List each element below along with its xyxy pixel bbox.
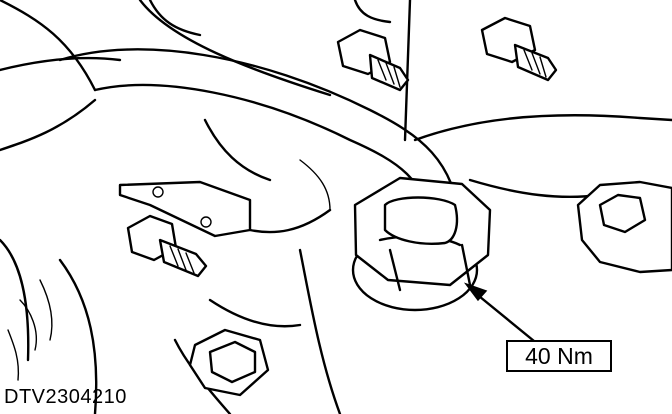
figure-id: DTV2304210 — [4, 386, 127, 408]
flange-nut-right — [576, 180, 672, 274]
hex-nut — [351, 176, 492, 312]
torque-label: 40 Nm — [506, 340, 612, 372]
stud-bolt-upper-right — [480, 16, 558, 82]
hex-nut-lower — [188, 328, 270, 397]
mounting-bracket — [118, 180, 332, 238]
stud-bolt-lower-left — [126, 214, 208, 278]
stud-bolt-upper-left — [336, 28, 410, 92]
